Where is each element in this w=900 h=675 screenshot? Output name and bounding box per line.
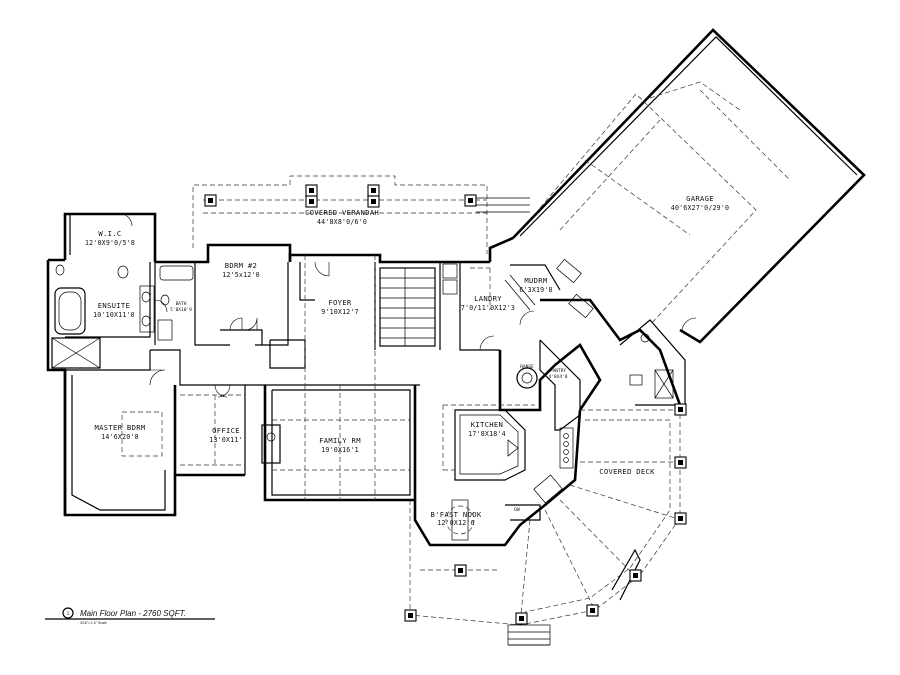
foyer-name: FOYER: [328, 298, 352, 307]
covered-verandah: [192, 175, 530, 254]
bath-dims: 5'0X10'9: [170, 307, 192, 313]
kitchen-dims: 17'8X18'4: [468, 430, 506, 438]
laundry-dims: 7'0/11'0X12'3: [461, 304, 515, 312]
covered-deck-name: COVERED DECK: [599, 467, 655, 476]
dw-label: DW: [514, 507, 520, 513]
master-bdrm-dims: 14'6X20'8: [101, 433, 139, 441]
family-rm-dims: 19'0X16'1: [321, 446, 359, 454]
garage-name: GARAGE: [686, 194, 714, 203]
north-marker-icon: [62, 607, 74, 619]
mudrm-name: MUDRM: [524, 276, 548, 285]
kitchen-fixtures: [442, 339, 581, 521]
door-swings: [119, 213, 535, 398]
ensuite-fixtures: [51, 264, 155, 369]
office-name: OFFICE: [212, 426, 240, 435]
bfast-nook-dims: 12'0X12'6: [437, 519, 475, 527]
laundry-name: LANDRY: [474, 294, 502, 303]
ensuite-dims: 10'10X11'0: [93, 311, 135, 319]
range-label: RANGE: [520, 364, 534, 370]
laundry-fixtures: [442, 258, 594, 319]
family-rm-name: FAMILY RM: [319, 436, 361, 445]
covered-verandah-dims: 44'8X8'0/6'0: [317, 218, 367, 226]
room-labels: W.I.C 12'0X9'0/5'8 ENSUITE 10'10X11'0 BA…: [85, 194, 729, 527]
office-dims: 13'0X11': [209, 436, 242, 444]
plan-title-block: 1 Main Floor Plan - 2760 SQFT. 3/16"=1'-…: [45, 607, 215, 625]
bath-name: BATH: [176, 301, 187, 307]
mudrm-dims: 6'3X19'8: [519, 286, 552, 294]
garage-block: [512, 28, 866, 344]
bfast-nook-name: B'FAST NOOK: [431, 510, 482, 519]
garage-powder: [619, 319, 686, 406]
garage-dims: 40'6X27'0/29'0: [671, 204, 729, 212]
posts: [204, 184, 687, 625]
wic-name: W.I.C: [98, 229, 121, 238]
kitchen-name: KITCHEN: [471, 420, 503, 429]
svg-text:1: 1: [67, 611, 70, 617]
covered-verandah-name: COVERED VERANDAH: [305, 208, 379, 217]
beam-lines: [121, 255, 410, 500]
plan-subtitle: 3/16"=1'-0" Scale: [80, 621, 107, 625]
wic-dims: 12'0X9'0/5'8: [85, 239, 135, 247]
foyer-dims: 9'10X12'7: [321, 308, 359, 316]
plan-title: Main Floor Plan - 2760 SQFT.: [80, 609, 186, 618]
bdrm2-dims: 12'5x12'0: [222, 271, 260, 279]
pantry-dims: 4'0X4'0: [549, 374, 568, 380]
master-bdrm-name: MASTER BDRM: [95, 423, 146, 432]
pantry-name: PANTRY: [550, 368, 567, 374]
bdrm2-name: BDRM #2: [225, 261, 257, 270]
stairs: [379, 267, 436, 347]
house-walls: [46, 212, 682, 547]
ensuite-name: ENSUITE: [98, 301, 130, 310]
